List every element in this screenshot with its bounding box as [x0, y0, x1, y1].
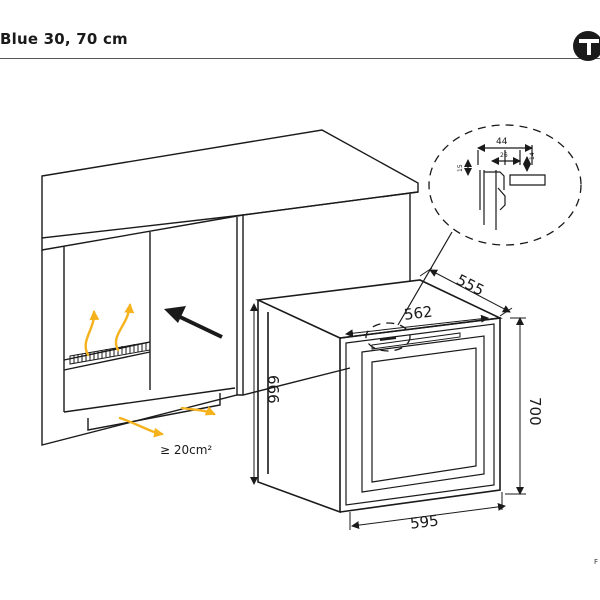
- header-divider: [0, 58, 600, 59]
- dim-height-front: 666: [264, 375, 282, 404]
- rear-grille: [69, 341, 151, 365]
- detail-dim-15: 15: [457, 164, 464, 172]
- detail-dim-26: 26: [500, 152, 508, 159]
- detail-callout: [365, 124, 582, 352]
- dim-depth: 555: [453, 271, 487, 300]
- dim-width-outer: 595: [409, 511, 440, 532]
- wine-cooler: [255, 279, 503, 514]
- page-mark: F: [594, 558, 599, 566]
- hinge-detail: [464, 144, 546, 230]
- detail-dim-14: 14: [529, 152, 536, 160]
- detail-dim-44: 44: [496, 137, 508, 147]
- kitchen-cabinet: [41, 129, 419, 446]
- airflow-arrows: [84, 303, 216, 438]
- insert-direction-arrow: [164, 306, 223, 339]
- brand-logo-icon: [573, 31, 600, 61]
- dimension-lines: [250, 267, 526, 530]
- callout-leader: [397, 231, 453, 326]
- page-title: Blue 30, 70 cm: [0, 30, 128, 48]
- dim-height-outer: 700: [526, 397, 544, 426]
- ventilation-note: ≥ 20cm²: [160, 443, 212, 457]
- dim-width-inner: 562: [403, 303, 434, 324]
